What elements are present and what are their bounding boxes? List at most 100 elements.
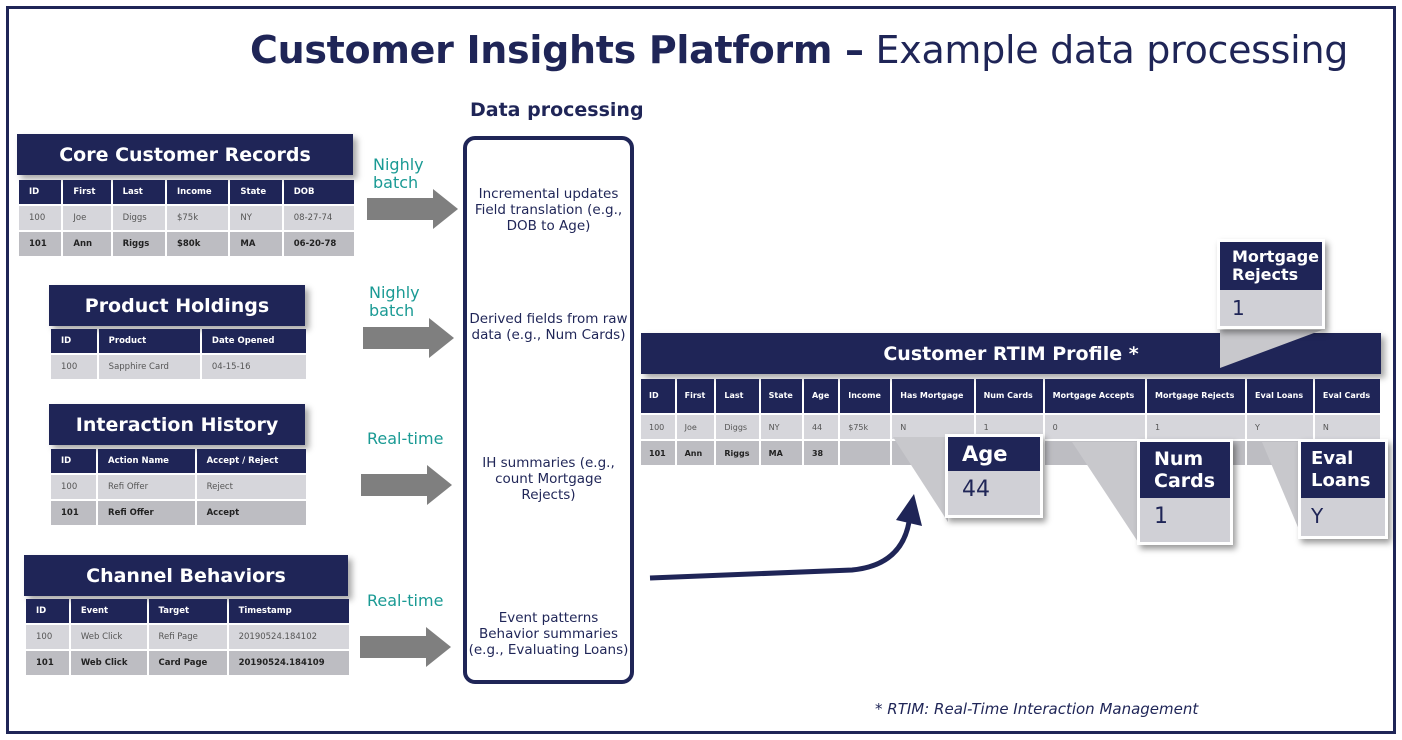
table-cell: 44	[803, 415, 839, 439]
table-cell: 101	[641, 441, 675, 465]
column-header: Mortgage Accepts	[1044, 379, 1146, 413]
channel-behaviors-label: Real-time	[367, 591, 444, 610]
table-cell: Refi Offer	[98, 475, 195, 499]
column-header: Eval Cards	[1314, 379, 1380, 413]
table-cell: Joe	[63, 206, 111, 230]
channel-behaviors-header: Channel Behaviors	[24, 555, 348, 596]
column-header: Num Cards	[975, 379, 1043, 413]
column-header: Income	[840, 379, 891, 413]
column-header: Last	[112, 180, 165, 204]
column-header: First	[676, 379, 715, 413]
column-header: ID	[26, 599, 69, 623]
column-header: First	[63, 180, 111, 204]
tail-eval-loans	[1262, 442, 1300, 532]
table-cell: 100	[26, 625, 69, 649]
column-header: ID	[51, 329, 97, 353]
processing-step-3: IH summaries (e.g., count Mortgage Rejec…	[482, 455, 615, 503]
table-cell: Refi Page	[148, 625, 227, 649]
processing-step-1: Incremental updates Field translation (e…	[474, 186, 623, 234]
age-callout-title: Age	[948, 437, 1040, 471]
column-header: Has Mortgage	[892, 379, 974, 413]
tail-age	[893, 437, 948, 522]
table-cell: Card Page	[148, 651, 227, 675]
table-cell: Reject	[196, 475, 306, 499]
table-cell: 101	[19, 232, 62, 256]
column-header: ID	[641, 379, 675, 413]
table-cell: 101	[51, 501, 97, 525]
age-callout: Age 44	[945, 434, 1043, 518]
table-cell: Y	[1247, 415, 1313, 439]
table-cell: NY	[760, 415, 802, 439]
diagram-frame	[6, 6, 1396, 734]
column-header: ID	[51, 449, 97, 473]
interaction-history-label: Real-time	[367, 429, 444, 448]
column-header: Target	[148, 599, 227, 623]
column-header: Date Opened	[201, 329, 306, 353]
core-records-label: Nighly batch	[373, 155, 424, 192]
table-cell: Diggs	[716, 415, 759, 439]
column-header: DOB	[283, 180, 354, 204]
table-cell: Web Click	[70, 625, 147, 649]
footnote: * RTIM: Real-Time Interaction Management	[875, 700, 1199, 718]
arrow-product	[363, 318, 454, 358]
column-header: Age	[803, 379, 839, 413]
column-header: Event	[70, 599, 147, 623]
column-header: Mortgage Rejects	[1147, 379, 1246, 413]
table-cell: N	[1314, 415, 1380, 439]
arrow-to-profile-head	[896, 494, 922, 526]
table-cell	[840, 441, 891, 465]
num-cards-callout: Num Cards 1	[1137, 439, 1233, 545]
arrow-to-profile	[649, 514, 913, 581]
column-header: Product	[98, 329, 200, 353]
table-cell: 100	[641, 415, 675, 439]
table-cell: Ann	[63, 232, 111, 256]
table-cell: 20190524.184102	[228, 625, 349, 649]
title-light: Example data processing	[875, 28, 1349, 72]
table-cell: Accept	[196, 501, 306, 525]
table-cell: Sapphire Card	[98, 355, 200, 379]
column-header: Income	[166, 180, 229, 204]
table-cell: Joe	[676, 415, 715, 439]
table-cell: 38	[803, 441, 839, 465]
processing-step-2: Derived fields from raw data (e.g., Num …	[469, 311, 628, 343]
table-cell: MA	[230, 232, 282, 256]
table-cell: 101	[26, 651, 69, 675]
table-cell: 1	[1147, 415, 1246, 439]
table-cell: Web Click	[70, 651, 147, 675]
arrow-interaction	[361, 465, 452, 505]
tail-mortgage-rejects	[1220, 330, 1322, 368]
table-cell: 0	[1044, 415, 1146, 439]
table-cell: Ann	[676, 441, 715, 465]
table-cell: $75k	[840, 415, 891, 439]
processing-step-4: Event patterns Behavior summaries (e.g.,…	[468, 610, 629, 658]
table-cell: $75k	[166, 206, 229, 230]
table-cell: 06-20-78	[283, 232, 354, 256]
table-cell: MA	[760, 441, 802, 465]
arrow-core	[367, 189, 458, 229]
column-header: Accept / Reject	[196, 449, 306, 473]
table-cell: 100	[19, 206, 62, 230]
product-holdings-label: Nighly batch	[369, 283, 420, 320]
table-cell: NY	[230, 206, 282, 230]
processing-title: Data processing	[470, 99, 644, 121]
column-header: ID	[19, 180, 62, 204]
page-title: Customer Insights Platform – Example dat…	[250, 28, 1348, 72]
table-cell: 08-27-74	[283, 206, 354, 230]
column-header: State	[760, 379, 802, 413]
num-cards-callout-value: 1	[1140, 498, 1230, 542]
age-callout-value: 44	[948, 471, 1040, 515]
